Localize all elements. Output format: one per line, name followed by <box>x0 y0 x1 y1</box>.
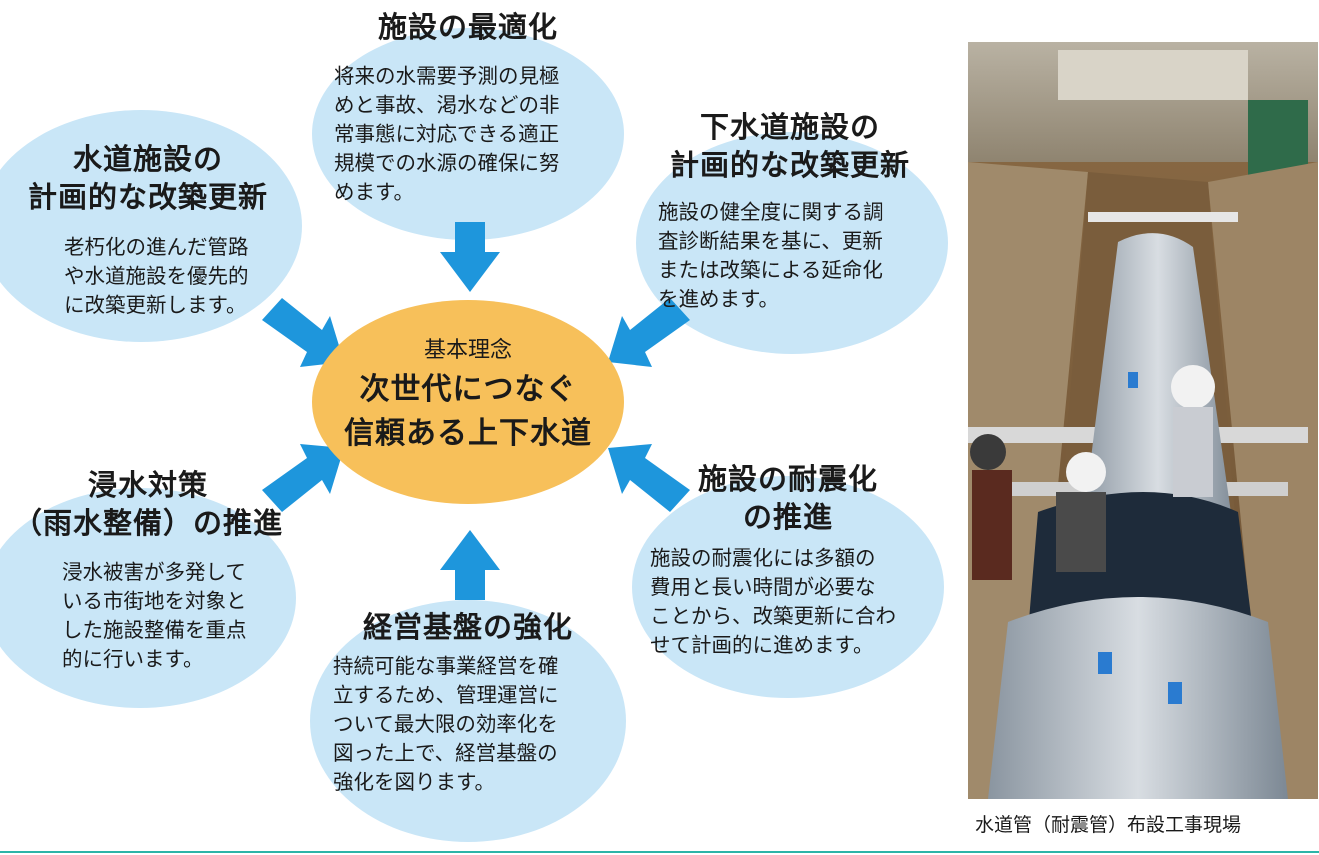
core-principle-label: 基本理念 <box>423 338 512 363</box>
arrow-up-right-icon <box>262 444 344 512</box>
node-bubble-management <box>310 600 626 842</box>
core-principle-bubble <box>312 300 624 504</box>
optimization-title: 施設の最適化 <box>377 10 558 44</box>
sewer-renewal-body: 施設の健全度に関する調 査診断結果を基に、更新 または改築による延命化 を進めま… <box>658 200 884 311</box>
photo-caption: 水道管（耐震管）布設工事現場 <box>975 814 1242 836</box>
pipe-trench-illustration <box>968 42 1318 799</box>
sewer-renewal-title: 下水道施設の 計画的な改築更新 <box>669 110 910 182</box>
core-principle-text: 次世代につなぐ 信頼ある上下水道 <box>344 372 592 451</box>
arrow-down-left-icon <box>608 298 690 367</box>
flood-title: 浸水対策 （雨水整備）の推進 <box>12 468 283 540</box>
water-renewal-title: 水道施設の 計画的な改築更新 <box>27 142 268 214</box>
bottom-divider <box>0 851 1319 853</box>
seismic-title: 施設の耐震化 の推進 <box>697 462 878 534</box>
arrow-down-icon <box>440 222 500 292</box>
flood-body: 浸水被害が多発して いる市街地を対象と した施設整備を重点 的に行います。 <box>62 560 247 671</box>
node-bubble-flood <box>0 488 296 708</box>
node-bubble-sewer-renewal <box>636 132 948 354</box>
water-renewal-body: 老朽化の進んだ管路 や水道施設を優先的 に改築更新します。 <box>64 235 249 317</box>
seismic-body: 施設の耐震化には多額の 費用と長い時間が必要な ことから、改築更新に合わ せて計… <box>650 546 896 657</box>
arrow-up-left-icon <box>608 444 690 512</box>
node-bubble-optimization <box>312 28 624 240</box>
management-title: 経営基盤の強化 <box>362 610 573 644</box>
node-bubble-seismic <box>632 476 944 698</box>
arrow-down-right-icon <box>262 298 344 367</box>
optimization-body: 将来の水需要予測の見極 めと事故、渇水などの非 常事態に対応できる適正 規模での… <box>334 64 560 204</box>
node-bubble-water-renewal <box>0 110 302 342</box>
management-body: 持続可能な事業経営を確 立するため、管理運営に ついて最大限の効率化を 図った上… <box>333 654 559 794</box>
construction-site-photo <box>968 42 1318 799</box>
arrow-up-icon <box>440 530 500 600</box>
